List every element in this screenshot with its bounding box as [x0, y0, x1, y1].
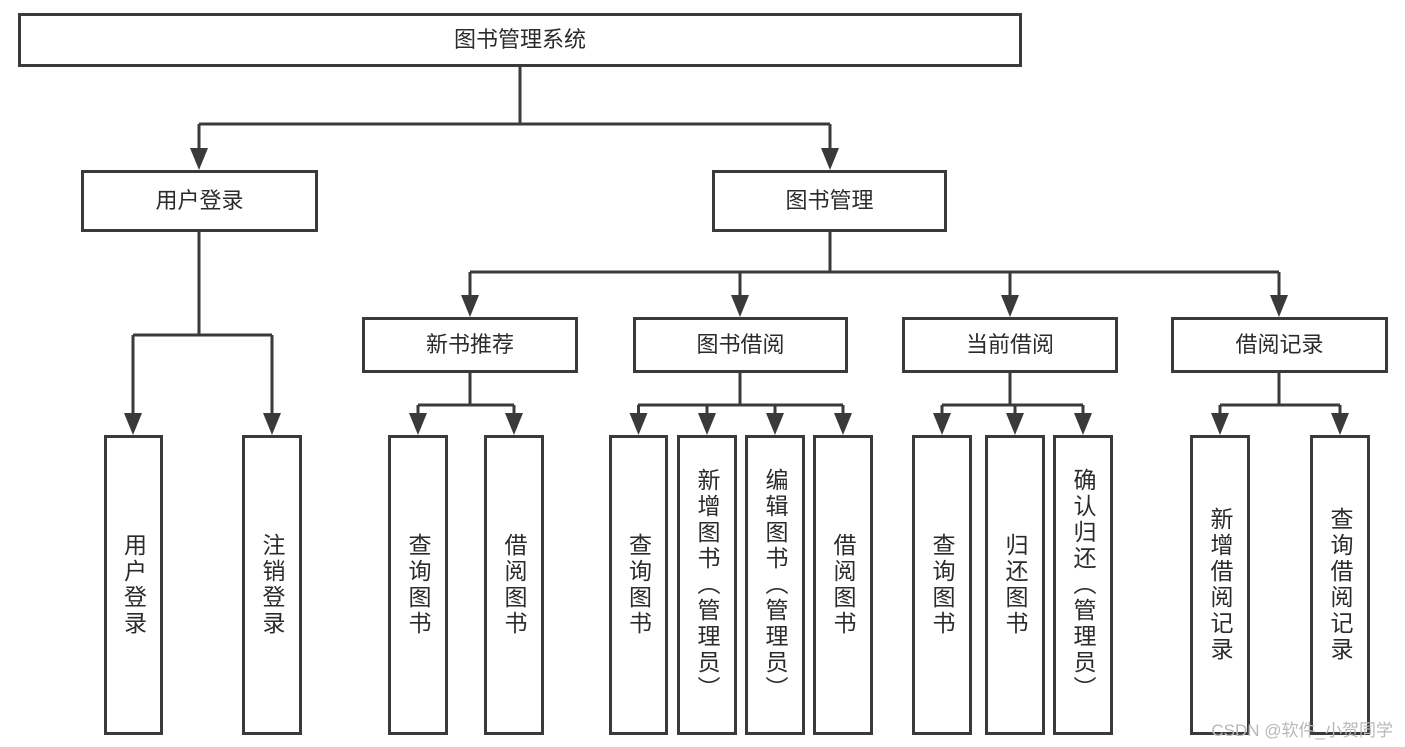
- root-box[interactable]: 图书管理系统: [18, 13, 1022, 67]
- arrow-down-icon: [1006, 413, 1024, 435]
- arrow-down-icon: [1074, 413, 1092, 435]
- leaf-box-rect[interactable]: [1190, 435, 1250, 735]
- level3-box-rect[interactable]: [1171, 317, 1388, 373]
- level3-box-1[interactable]: 图书借阅: [633, 317, 848, 373]
- arrow-down-icon: [409, 413, 427, 435]
- arrow-down-icon: [698, 413, 716, 435]
- leaf-box-6[interactable]: 编辑图书（管理员）: [745, 435, 805, 735]
- leaf-box-rect[interactable]: [912, 435, 972, 735]
- arrow-down-icon: [629, 413, 648, 435]
- leaf-box-4[interactable]: 查询图书: [609, 435, 668, 735]
- leaf-box-11[interactable]: 新增借阅记录: [1190, 435, 1250, 735]
- leaf-box-12[interactable]: 查询借阅记录: [1310, 435, 1370, 735]
- leaf-box-rect[interactable]: [242, 435, 302, 735]
- arrow-down-icon: [1331, 413, 1349, 435]
- arrow-down-icon: [505, 413, 523, 435]
- level2-box-label: 用户登录: [155, 188, 243, 213]
- leaf-box-label: 确认归还（管理员）: [1070, 468, 1097, 702]
- leaf-box-rect[interactable]: [1053, 435, 1113, 735]
- leaf-box-7[interactable]: 借阅图书: [813, 435, 873, 735]
- leaf-box-label: 查询借阅记录: [1327, 507, 1354, 663]
- level3-box-label: 借阅记录: [1235, 332, 1323, 357]
- leaf-box-2[interactable]: 查询图书: [388, 435, 448, 735]
- level3-box-2[interactable]: 当前借阅: [902, 317, 1118, 373]
- level2-box-rect[interactable]: [81, 170, 318, 232]
- leaf-box-label: 查询图书: [405, 533, 432, 637]
- arrow-down-icon: [461, 295, 479, 317]
- level2-box-rect[interactable]: [712, 170, 947, 232]
- level3-box-rect[interactable]: [362, 317, 578, 373]
- leaf-box-label: 新增图书（管理员）: [694, 468, 721, 702]
- leaf-box-3[interactable]: 借阅图书: [484, 435, 544, 735]
- level3-box-label: 当前借阅: [966, 332, 1054, 357]
- boxes-layer: 图书管理系统用户登录图书管理新书推荐图书借阅当前借阅借阅记录用户登录注销登录查询…: [18, 13, 1388, 735]
- level3-box-label: 图书借阅: [696, 332, 784, 357]
- leaf-box-label: 新增借阅记录: [1207, 507, 1234, 663]
- leaf-box-label: 编辑图书（管理员）: [762, 468, 789, 702]
- arrow-down-icon: [1001, 295, 1019, 317]
- leaf-box-label: 归还图书: [1002, 533, 1029, 637]
- arrow-down-icon: [766, 413, 784, 435]
- leaf-box-1[interactable]: 注销登录: [242, 435, 302, 735]
- arrow-down-icon: [731, 295, 749, 317]
- arrow-down-icon: [190, 148, 208, 170]
- arrow-down-icon: [933, 413, 951, 435]
- leaf-box-rect[interactable]: [677, 435, 737, 735]
- level3-box-0[interactable]: 新书推荐: [362, 317, 578, 373]
- leaf-box-label: 查询图书: [929, 533, 956, 637]
- leaf-box-label: 注销登录: [259, 533, 286, 637]
- leaf-box-rect[interactable]: [1310, 435, 1370, 735]
- arrow-down-icon: [821, 148, 839, 170]
- level3-box-3[interactable]: 借阅记录: [1171, 317, 1388, 373]
- level3-box-rect[interactable]: [633, 317, 848, 373]
- leaf-box-rect[interactable]: [484, 435, 544, 735]
- arrow-down-icon: [124, 413, 142, 435]
- level3-box-label: 新书推荐: [426, 332, 514, 357]
- leaf-box-0[interactable]: 用户登录: [104, 435, 163, 735]
- leaf-box-8[interactable]: 查询图书: [912, 435, 972, 735]
- level3-box-rect[interactable]: [902, 317, 1118, 373]
- leaf-box-label: 借阅图书: [501, 533, 528, 637]
- leaf-box-rect[interactable]: [609, 435, 668, 735]
- arrow-down-icon: [1270, 295, 1288, 317]
- arrow-down-icon: [1211, 413, 1229, 435]
- leaf-box-rect[interactable]: [388, 435, 448, 735]
- root-box-label: 图书管理系统: [454, 27, 586, 52]
- leaf-box-rect[interactable]: [745, 435, 805, 735]
- level2-box-1[interactable]: 图书管理: [712, 170, 947, 232]
- leaf-box-9[interactable]: 归还图书: [985, 435, 1045, 735]
- leaf-box-rect[interactable]: [813, 435, 873, 735]
- leaf-box-label: 借阅图书: [830, 533, 857, 637]
- arrow-down-icon: [834, 413, 852, 435]
- leaf-box-label: 用户登录: [121, 533, 148, 637]
- root-box-rect[interactable]: [18, 13, 1022, 67]
- leaf-box-5[interactable]: 新增图书（管理员）: [677, 435, 737, 735]
- leaf-box-10[interactable]: 确认归还（管理员）: [1053, 435, 1113, 735]
- level2-box-label: 图书管理: [785, 188, 873, 213]
- arrow-down-icon: [263, 413, 281, 435]
- leaf-box-rect[interactable]: [104, 435, 163, 735]
- connectors-layer: [124, 67, 1349, 435]
- leaf-box-rect[interactable]: [985, 435, 1045, 735]
- level2-box-0[interactable]: 用户登录: [81, 170, 318, 232]
- leaf-box-label: 查询图书: [626, 533, 653, 637]
